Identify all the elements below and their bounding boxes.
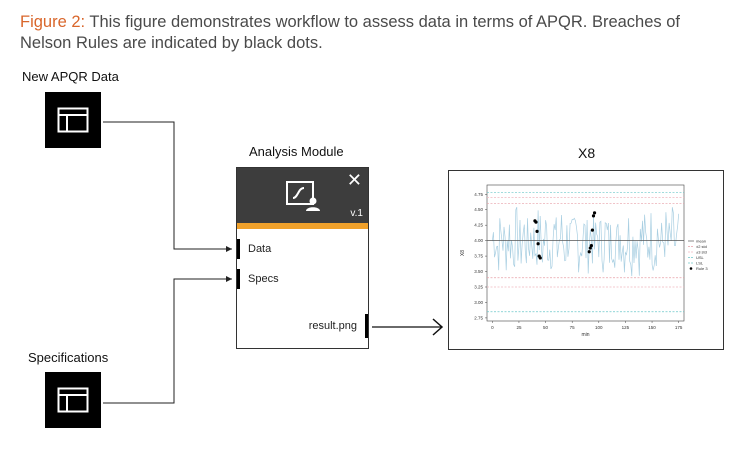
legend-label: ±3 std	[696, 250, 707, 255]
y-tick-label: 2.75	[474, 315, 483, 320]
table-icon	[57, 387, 89, 413]
rule3-point	[588, 246, 592, 250]
x-tick-label: 50	[543, 325, 549, 330]
output-arrowhead	[432, 318, 444, 336]
x-tick-label: 100	[595, 325, 603, 330]
x-tick-label: 75	[570, 325, 576, 330]
module-accent-bar	[237, 223, 368, 229]
figure-label: Figure 2:	[20, 13, 86, 31]
rule3-point	[587, 250, 591, 254]
close-icon[interactable]: ✕	[346, 170, 362, 190]
control-chart: 0 25 50 75 100 125 150 175 2.75 3.00 3.25 3.50 3.75 4…	[460, 184, 708, 338]
y-axis-label: X8	[460, 250, 466, 256]
rule3-point	[538, 256, 542, 260]
result-plot-frame[interactable]: 0 25 50 75 100 125 150 175 2.75 3.00 3.25 3.50 3.75 4…	[448, 170, 724, 350]
plot-area	[486, 184, 685, 322]
data-input-label: Data	[248, 243, 272, 255]
legend-label: Rule 3	[696, 266, 708, 271]
specifications-node[interactable]	[45, 372, 101, 428]
module-version: v.1	[350, 208, 363, 219]
legend-label: USL	[696, 255, 705, 260]
specs-input-port[interactable]	[237, 269, 240, 289]
x-tick-label: 150	[648, 325, 656, 330]
new-apqr-data-label: New APQR Data	[22, 69, 119, 84]
data-connector	[103, 121, 232, 250]
new-apqr-data-node[interactable]	[45, 92, 101, 148]
chart-presenter-icon	[286, 181, 320, 211]
x-tick-label: 125	[622, 325, 630, 330]
figure-caption: Figure 2: This figure demonstrates workf…	[20, 12, 725, 54]
rule3-point	[590, 228, 595, 232]
specs-connector-arrowhead	[226, 276, 232, 282]
y-tick-label: 3.75	[474, 254, 483, 259]
rule3-point	[536, 242, 540, 246]
x-axis-label: min	[581, 332, 589, 338]
caption-text: This figure demonstrates workflow to ass…	[20, 13, 680, 52]
result-output-port[interactable]	[365, 314, 368, 338]
y-tick-label: 4.50	[474, 207, 483, 212]
x-tick-label: 175	[675, 325, 683, 330]
y-tick-label: 3.00	[474, 300, 483, 305]
legend-marker	[689, 267, 693, 270]
result-output-label: result.png	[308, 320, 357, 332]
rule3-point	[534, 220, 538, 224]
x-tick-label: 25	[516, 325, 522, 330]
y-tick-label: 4.00	[474, 238, 483, 243]
analysis-module-title: Analysis Module	[249, 144, 344, 159]
data-input-port[interactable]	[237, 239, 240, 259]
y-tick-label: 4.75	[474, 192, 483, 197]
x-tick-label: 0	[491, 325, 494, 330]
table-icon	[57, 107, 89, 133]
y-tick-label: 4.25	[474, 223, 483, 228]
module-header: ✕ v.1	[237, 168, 368, 223]
series-line	[491, 206, 680, 277]
y-tick-label: 3.50	[474, 269, 483, 274]
y-tick-label: 3.25	[474, 285, 483, 290]
rule3-point	[591, 214, 596, 218]
specifications-label: Specifications	[28, 350, 109, 365]
plot-title: X8	[578, 145, 596, 161]
rule3-point	[589, 243, 593, 248]
specs-connector	[103, 278, 232, 404]
legend-label: LSL	[696, 261, 704, 266]
legend-label: ±2 std	[696, 244, 707, 249]
legend-label: mean	[696, 239, 706, 244]
analysis-module-node[interactable]: ✕ v.1 Data Specs result.png	[236, 167, 369, 349]
rule3-point	[592, 211, 597, 215]
data-connector-arrowhead	[226, 246, 232, 252]
specs-input-label: Specs	[248, 273, 279, 285]
rule3-point	[535, 229, 539, 233]
